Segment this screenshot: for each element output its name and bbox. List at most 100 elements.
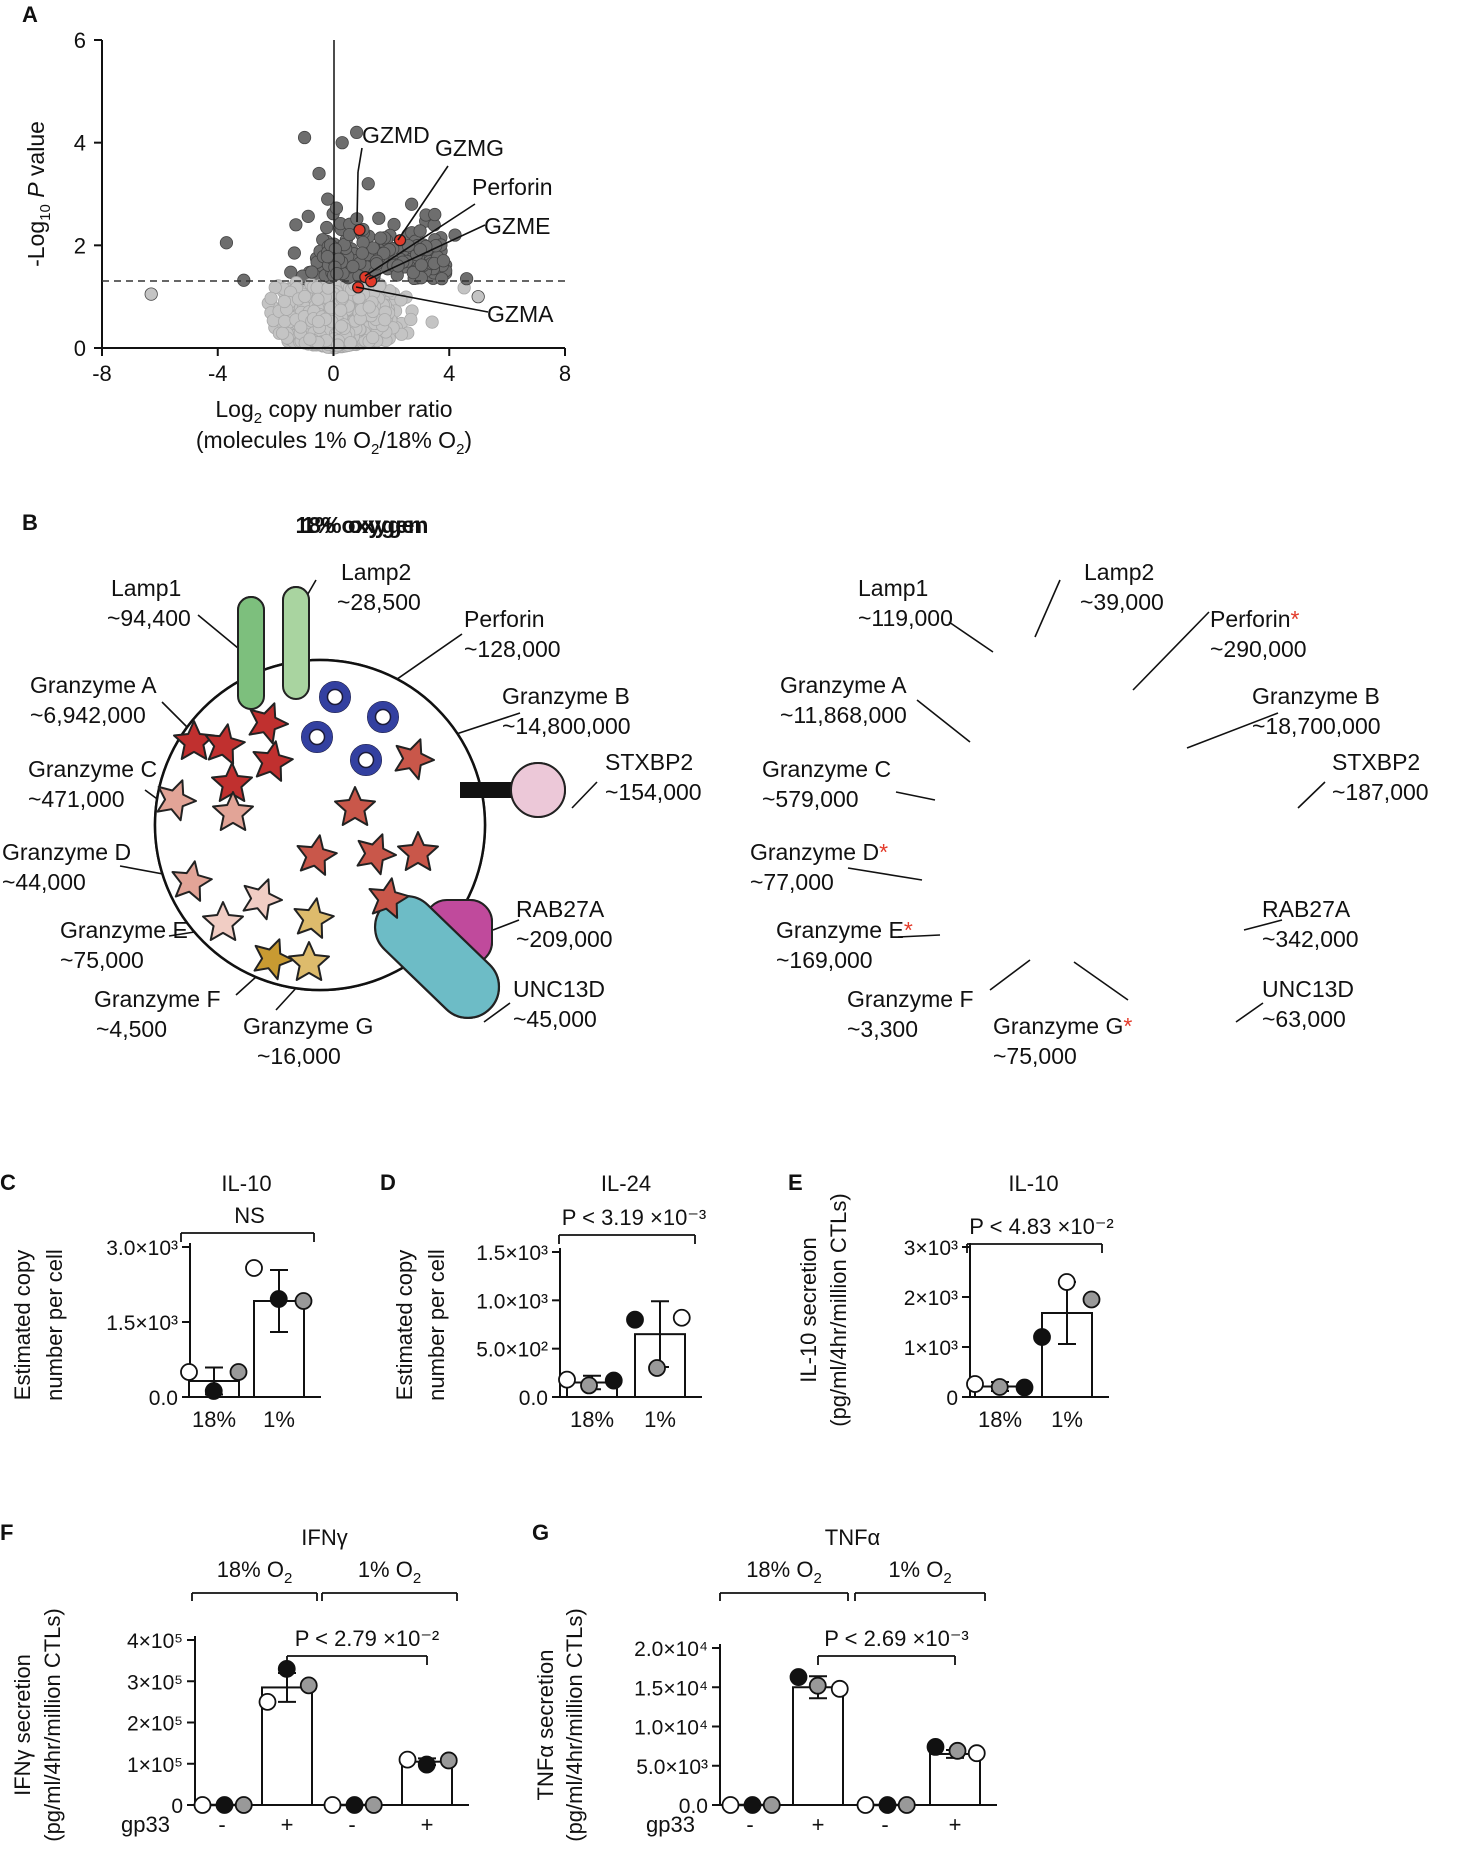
y-tick-label: 2×10⁵ bbox=[127, 1713, 183, 1736]
label-gzmD-name: Granzyme D* bbox=[750, 839, 888, 865]
granzyme-star bbox=[293, 897, 335, 939]
volcano-point bbox=[330, 267, 344, 281]
diagram-title: 18% oxygen bbox=[296, 512, 429, 538]
volcano-point bbox=[219, 236, 234, 250]
volcano-point bbox=[320, 250, 335, 264]
data-point bbox=[672, 1308, 691, 1327]
x-tick-label: 4 bbox=[443, 361, 455, 386]
y-tick-label: 1.5×10³ bbox=[476, 1242, 548, 1265]
perforin-ring bbox=[374, 708, 392, 726]
label-gzmD-count: ~77,000 bbox=[750, 869, 834, 895]
volcano-point bbox=[144, 287, 158, 301]
label-rab27a-count: ~209,000 bbox=[516, 926, 613, 952]
panel-label-g: G bbox=[532, 1520, 549, 1545]
volcano-point bbox=[297, 130, 312, 145]
label-gzmE-count: ~169,000 bbox=[776, 947, 873, 973]
granzyme-star bbox=[397, 831, 439, 871]
category-label: + bbox=[949, 1812, 962, 1837]
label-perforin-count: ~128,000 bbox=[464, 636, 561, 662]
label-gzmG-name: Granzyme G bbox=[243, 1013, 373, 1039]
granzyme-star bbox=[156, 779, 197, 822]
perforin-ring bbox=[357, 751, 375, 769]
data-point bbox=[1082, 1290, 1101, 1309]
y-tick-label: 5.0×10² bbox=[476, 1339, 548, 1362]
group-label: 18% O2 bbox=[217, 1557, 293, 1587]
perforin-ring bbox=[319, 681, 351, 713]
label-gzmd: GZMD bbox=[362, 122, 430, 148]
volcano-point bbox=[428, 207, 442, 222]
y-tick-label: 3.0×10³ bbox=[106, 1237, 178, 1260]
volcano-point bbox=[414, 258, 428, 272]
label-gzmA-count: ~6,942,000 bbox=[30, 702, 146, 728]
granzyme-star bbox=[288, 941, 330, 981]
granzyme-star bbox=[356, 833, 397, 876]
label-gzmC-count: ~471,000 bbox=[28, 786, 125, 812]
data-point bbox=[234, 1796, 253, 1814]
y-axis-label: (pg/ml/4hr/million CTLs) bbox=[562, 1608, 587, 1842]
label-gzmE-name: Granzyme E* bbox=[776, 917, 913, 943]
data-point bbox=[808, 1676, 827, 1695]
chart-title: IL-10 bbox=[221, 1171, 271, 1196]
data-point bbox=[204, 1382, 223, 1400]
group-label: 1% O2 bbox=[358, 1557, 421, 1587]
label-perforin-name: Perforin* bbox=[1210, 606, 1300, 632]
sig-annotation: P < 4.83 ×10⁻² bbox=[969, 1214, 1114, 1239]
bar bbox=[929, 1752, 981, 1806]
bar bbox=[261, 1686, 313, 1806]
category-label: 1% bbox=[1051, 1407, 1083, 1432]
label-gzmA-name: Granzyme A bbox=[780, 672, 907, 698]
y-axis-label: TNFα secretion bbox=[533, 1650, 558, 1801]
volcano-point bbox=[237, 273, 251, 287]
label-gzmG-count: ~75,000 bbox=[993, 1043, 1077, 1069]
y-tick-label: 1.5×10⁴ bbox=[634, 1677, 708, 1700]
label-unc13d-name: UNC13D bbox=[513, 976, 605, 1002]
label-perforin: Perforin bbox=[472, 174, 553, 200]
bar-chart-g: 0.05.0×10³1.0×10⁴1.5×10⁴2.0×10⁴-+-+TNFα1… bbox=[533, 1525, 997, 1842]
y-tick-label: 1×10⁵ bbox=[127, 1754, 183, 1777]
data-point bbox=[743, 1796, 762, 1814]
stxbp2-shape bbox=[510, 762, 566, 818]
y-tick-label: 2 bbox=[74, 233, 86, 258]
label-gzmB-name: Granzyme B bbox=[1252, 683, 1380, 709]
label-unc13d-count: ~63,000 bbox=[1262, 1006, 1346, 1032]
sig-annotation: P < 2.69 ×10⁻³ bbox=[824, 1626, 969, 1651]
volcano-ylabel: -Log10 P value bbox=[23, 121, 54, 267]
panel-label-a: A bbox=[22, 2, 38, 27]
label-gzmE-count: ~75,000 bbox=[60, 947, 144, 973]
y-axis-label: IL-10 secretion bbox=[796, 1237, 821, 1383]
leader-line bbox=[492, 919, 520, 931]
data-point bbox=[762, 1796, 781, 1814]
label-lamp2-count: ~28,500 bbox=[337, 589, 421, 615]
label-stxbp2-count: ~154,000 bbox=[605, 779, 702, 805]
label-gzmB-count: ~18,700,000 bbox=[1252, 713, 1381, 739]
y-tick-label: 4 bbox=[74, 131, 86, 156]
chart-title: IL-24 bbox=[601, 1171, 651, 1196]
label-gzmD-count: ~44,000 bbox=[2, 869, 86, 895]
leader-line bbox=[1073, 961, 1129, 1001]
volcano-point bbox=[303, 332, 317, 346]
label-gzmD-name: Granzyme D bbox=[2, 839, 131, 865]
x-tick-label: -8 bbox=[92, 361, 112, 386]
data-point bbox=[878, 1796, 897, 1814]
data-point bbox=[1015, 1378, 1034, 1397]
label-gzmB-count: ~14,800,000 bbox=[502, 713, 631, 739]
data-point bbox=[193, 1796, 212, 1814]
data-point bbox=[294, 1292, 313, 1310]
x-tick-label: 8 bbox=[559, 361, 571, 386]
y-tick-label: 5.0×10³ bbox=[636, 1756, 708, 1779]
volcano-points bbox=[144, 125, 485, 355]
diagram-title: 1% oxygen bbox=[302, 512, 422, 538]
volcano-point bbox=[284, 265, 298, 279]
y-tick-label: 0 bbox=[946, 1387, 958, 1410]
chart-title: IL-10 bbox=[1008, 1171, 1058, 1196]
perforin-ring bbox=[350, 744, 382, 776]
perforin-ring bbox=[326, 688, 344, 706]
volcano-point bbox=[334, 319, 348, 333]
y-axis-label: Estimated copy bbox=[10, 1250, 35, 1400]
leader-line bbox=[197, 614, 245, 654]
diagram-1-oxygen: 1% oxygenLamp1~119,000Lamp2~39,000Perfor… bbox=[153, 512, 1429, 1069]
label-gzmC-name: Granzyme C bbox=[28, 756, 157, 782]
